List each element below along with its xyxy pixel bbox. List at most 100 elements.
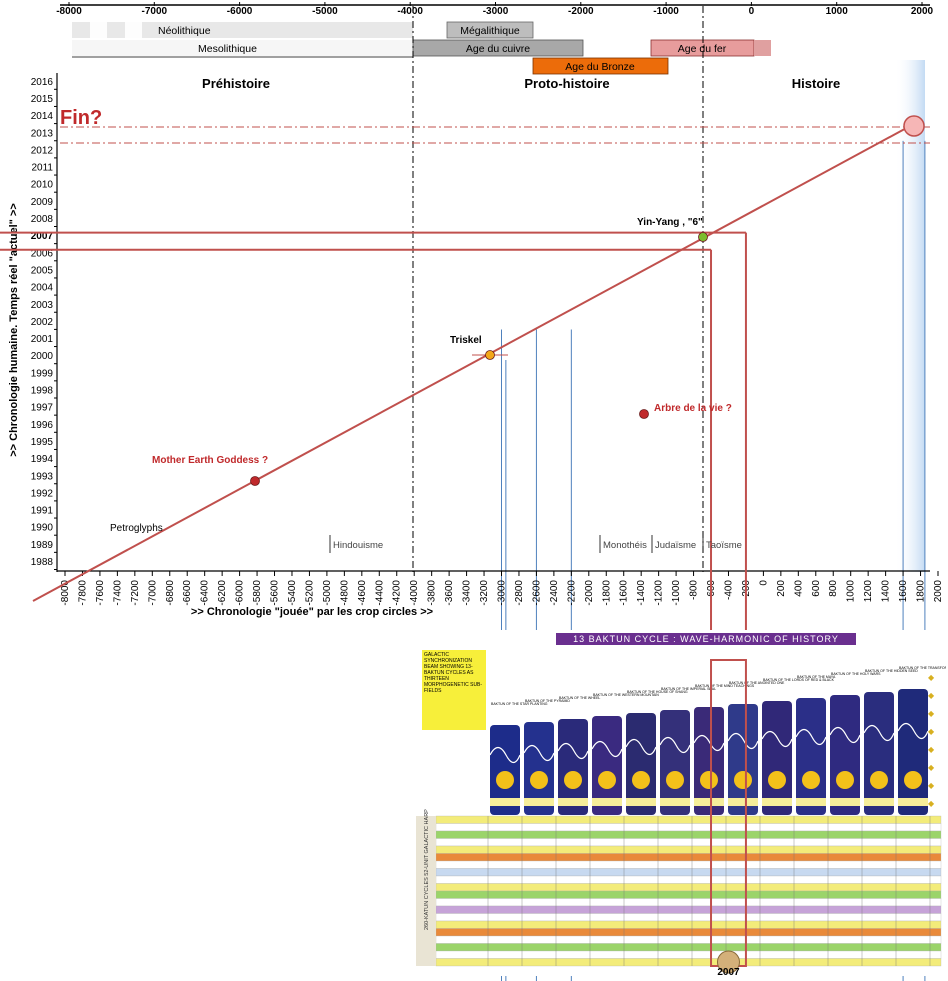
baktun-column [660,710,690,815]
calendar-row [435,935,942,944]
x-axis-tick-label: -5200 [304,580,315,606]
x-axis-tick-label: 600 [811,580,822,597]
baktun-label: BAKTUN OF THE MAYA [797,675,836,679]
baktun-emblem [700,771,718,789]
baktun-wave [557,742,589,760]
calendar-row [435,875,942,884]
x-axis-tick-label: -5800 [252,580,263,606]
baktun-emblem [564,771,582,789]
baktun-emblem [598,771,616,789]
top-axis-tick-label: 2000 [911,6,934,17]
period-bronze-bar [532,57,669,75]
period-label: Néolithique [158,25,211,37]
decorative-diamond-icon: ◆ [928,745,935,754]
period-label: Mesolithique [198,43,257,55]
x-axis-label: >> Chronologie "jouée" par les crop circ… [191,606,433,618]
y-axis-tick-label: 2013 [31,128,54,139]
baktun-emblem [496,771,514,789]
x-axis-tick-label: -3200 [479,580,490,606]
baktun-label: BAKTUN OF THE HOUSE OF SHANG [627,690,688,694]
annotation-label: Hindouisme [333,540,383,551]
baktun-label: BAKTUN OF THE WHEEL [559,696,600,700]
x-axis-tick-label: -7800 [77,580,88,606]
y-axis-tick-label: 2001 [31,334,54,345]
y-axis-tick-label: 1990 [31,523,54,534]
x-axis-tick-label: -4400 [374,580,385,606]
baktun-wave [795,728,827,746]
trend-line [32,124,913,602]
baktun-wave [693,734,725,752]
top-axis-tick-label: -7000 [142,6,168,17]
data-point [639,409,649,419]
x-axis-tick-label: -3000 [497,580,508,606]
baktun-number-strip [660,798,690,806]
baktun-emblem [666,771,684,789]
baktun-column [830,695,860,815]
period-label: Age du fer [678,43,727,55]
y-axis-tick-label: 1993 [31,471,54,482]
y-axis-tick-label: 1994 [31,454,54,465]
y-axis-tick-label: 2010 [31,180,54,191]
inset-description: GALACTIC SYNCHRONIZATION BEAM SHOWING 13… [422,650,486,730]
x-axis-tick-label: -6000 [235,580,246,606]
period-label: Age du Bronze [565,61,635,73]
period-mesolithique-bar [72,40,413,56]
y-axis-tick-label: 2008 [31,214,54,225]
annotation-label: Judaïsme [655,540,696,551]
y-axis-tick-label: 1988 [31,557,54,568]
baktun-emblem [870,771,888,789]
top-axis-tick-label: -4000 [397,6,423,17]
calendar-row [435,913,942,922]
baktun-wave [659,736,691,754]
x-axis-tick-label: -5000 [322,580,333,606]
calendar-row [435,890,942,899]
decorative-diamond-icon: ◆ [928,727,935,736]
baktun-number-strip [728,798,758,806]
x-axis-tick-label: -1800 [601,580,612,606]
decorative-diamond-icon: ◆ [928,763,935,772]
baktun-column [762,701,792,815]
x-axis-tick-label: -400 [723,580,734,600]
x-axis-tick-label: -2800 [514,580,525,606]
y-axis-tick-label: 1996 [31,420,54,431]
x-axis-tick-label: -3600 [444,580,455,606]
x-axis-tick-label: -2400 [549,580,560,606]
calendar-row [435,943,942,952]
top-axis-tick-label: -6000 [227,6,253,17]
data-point-label: Mother Earth Goddess ? [152,455,268,466]
x-axis-tick-label: 1400 [881,580,892,603]
data-point-label: Arbre de la vie ? [654,403,732,414]
y-axis-tick-label: 2002 [31,317,54,328]
data-point [250,476,260,486]
x-axis-tick-label: -4200 [392,580,403,606]
x-axis-tick-label: -2200 [566,580,577,606]
x-axis-tick-label: 400 [793,580,804,597]
era-title: Préhistoire [202,76,270,91]
period-label: Age du cuivre [466,43,530,55]
y-axis-tick-label: 2006 [31,248,54,259]
y-axis-tick-label: 2015 [31,94,54,105]
x-axis-tick-label: -7600 [95,580,106,606]
annotation-label: Monothéis [603,540,647,551]
x-axis-tick-label: 1200 [863,580,874,603]
era-title: Proto-histoire [524,76,609,91]
y-axis-tick-label: 2004 [31,283,54,294]
y-axis-tick-label: 1997 [31,403,54,414]
era-title: Histoire [792,76,840,91]
calendar-row [435,845,942,854]
baktun-column [626,713,656,815]
calendar-row [435,853,942,862]
x-axis-tick-label: -6600 [182,580,193,606]
baktun-wave [489,746,521,764]
data-point-label: Fin? [60,107,102,129]
x-axis-tick-label: -7200 [130,580,141,606]
baktun-label: BAKTUN OF THE STAR PLANTING [491,702,548,706]
y-axis-tick-label: 1989 [31,540,54,551]
axes-layer: -8000-7000-6000-5000-4000-3000-2000-1000… [8,2,944,618]
x-axis-tick-label: -6400 [200,580,211,606]
top-axis-tick-label: -5000 [312,6,338,17]
data-point [903,115,925,137]
calendar-row [435,823,942,832]
y-axis-tick-label: 2016 [31,77,54,88]
